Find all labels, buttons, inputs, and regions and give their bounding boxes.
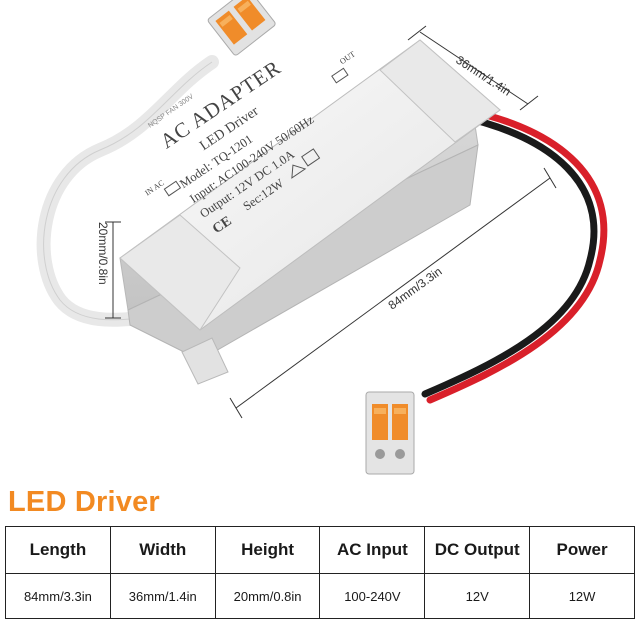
header-dc-output: DC Output — [424, 526, 531, 574]
dimension-height — [105, 221, 121, 319]
input-connector — [207, 0, 276, 56]
dimension-length — [229, 167, 557, 419]
cell-dc-output: 12V — [424, 573, 531, 619]
cell-power: 12W — [529, 573, 635, 619]
cell-height: 20mm/0.8in — [214, 573, 321, 619]
header-ac-input: AC Input — [319, 526, 426, 574]
spec-table: Length Width Height AC Input DC Output P… — [5, 526, 635, 619]
header-height: Height — [214, 526, 321, 574]
section-title: LED Driver — [8, 486, 160, 518]
cell-width: 36mm/1.4in — [109, 573, 216, 619]
dim-height-label: 20mm/0.8in — [96, 222, 110, 285]
output-cable-black — [421, 113, 598, 398]
table-row: 84mm/3.3in 36mm/1.4in 20mm/0.8in 100-240… — [5, 573, 635, 619]
header-width: Width — [109, 526, 216, 574]
label-in: IN AC — [143, 178, 166, 197]
header-power: Power — [529, 526, 635, 574]
product-image: NQSP FAN 300V AC ADAPTER LED Driver Mode… — [36, 0, 608, 475]
label-out: OUT — [338, 49, 357, 66]
output-connector — [365, 391, 415, 475]
dim-length-label: 84mm/3.3in — [386, 264, 445, 312]
header-length: Length — [5, 526, 111, 574]
cell-length: 84mm/3.3in — [5, 573, 111, 619]
dimension-width — [407, 25, 539, 111]
output-cable-red — [426, 106, 608, 404]
cell-ac-input: 100-240V — [319, 573, 426, 619]
table-header-row: Length Width Height AC Input DC Output P… — [5, 526, 635, 574]
